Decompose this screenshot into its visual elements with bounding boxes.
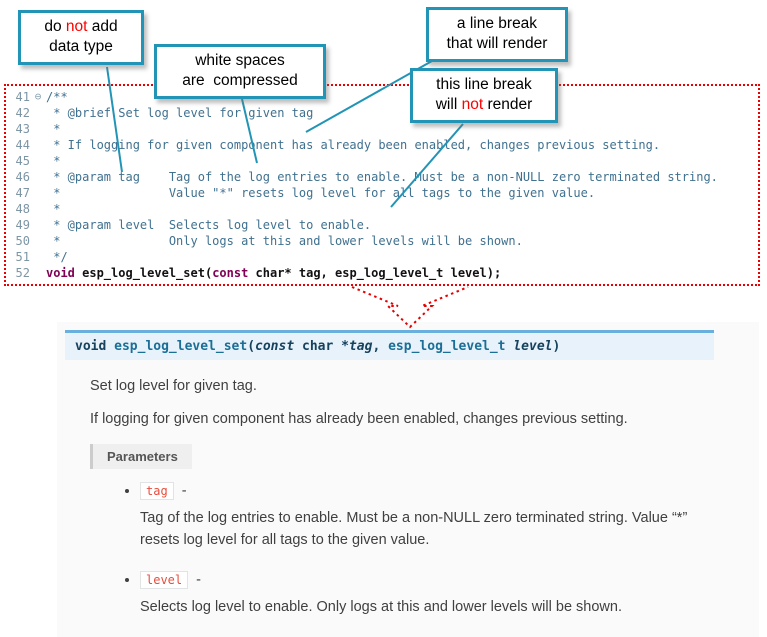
code-lines: 41⊖/**42 * @brief Set log level for give… [6, 89, 758, 281]
parameter-item: tag - Tag of the log entries to enable. M… [140, 482, 714, 552]
param-name-literal: level [140, 570, 189, 589]
doc-body: Set log level for given tag. If logging … [90, 378, 714, 618]
line-number: 50 [15, 234, 30, 248]
callout-line: white spaces [195, 52, 285, 69]
code-line: 42 * @brief Set log level for given tag [6, 105, 758, 121]
line-number: 46 [15, 170, 30, 184]
code-line: 43 * [6, 121, 758, 137]
code-line: 47 * Value "*" resets log level for all … [6, 185, 758, 201]
code-text: void esp_log_level_set(const char* tag, … [46, 266, 502, 280]
line-number: 43 [15, 122, 30, 136]
line-number: 51 [15, 250, 30, 264]
line-number: 41 [15, 90, 30, 104]
parameter-item: level - Selects log level to enable. Only… [140, 570, 714, 618]
code-text: * @param tag Tag of the log entries to e… [46, 170, 718, 184]
function-signature: void esp_log_level_set(const char *tag, … [65, 330, 714, 360]
code-text: * Only logs at this and lower levels wil… [46, 234, 523, 248]
code-text: * If logging for given component has alr… [46, 138, 661, 152]
line-number: 49 [15, 218, 30, 232]
brief-text: Set log level for given tag. [90, 378, 257, 394]
fold-spacer [30, 121, 46, 137]
code-line: 45 * [6, 153, 758, 169]
description-text: If logging for given component has alrea… [90, 411, 628, 427]
line-number: 48 [15, 202, 30, 216]
code-text: * [46, 154, 61, 168]
parameter-head: level - [140, 570, 714, 589]
fold-spacer [30, 105, 46, 121]
code-editor: 41⊖/**42 * @brief Set log level for give… [4, 84, 760, 286]
callout-line: that will render [446, 35, 548, 53]
callout-line-break-will-render: a line break that will render [426, 7, 568, 62]
code-text: /** [46, 90, 68, 104]
line-number: 52 [15, 266, 30, 280]
line-number: 42 [15, 106, 30, 120]
fold-spacer [30, 153, 46, 169]
fold-spacer [30, 265, 46, 281]
callout-do-not-add-data-type: do not add data type [18, 10, 144, 65]
callout-line: are compressed [182, 72, 298, 90]
rendered-doc-panel: void esp_log_level_set(const char *tag, … [57, 322, 759, 637]
line-number: 45 [15, 154, 30, 168]
callout-line: this line break [436, 76, 532, 93]
param-name-literal: tag [140, 482, 174, 500]
code-line: 50 * Only logs at this and lower levels … [6, 233, 758, 249]
callout-line: do not add [44, 18, 118, 35]
code-text: */ [46, 250, 68, 264]
param-description: Selects log level to enable. Only logs a… [140, 598, 622, 615]
code-line: 51 */ [6, 249, 758, 265]
code-line: 52 void esp_log_level_set(const char* tag… [6, 265, 758, 281]
fold-spacer [30, 169, 46, 185]
transform-arrow-icon [351, 286, 469, 329]
code-line: 44 * If logging for given component has … [6, 137, 758, 153]
param-description: Tag of the log entries to enable. Must b… [140, 510, 688, 549]
callout-line-break-will-not-render: this line break will not render [410, 68, 558, 123]
callout-line: data type [49, 38, 113, 56]
code-text: * @brief Set log level for given tag [46, 106, 314, 120]
code-text: * [46, 122, 61, 136]
code-line: 49 * @param level Selects log level to e… [6, 217, 758, 233]
line-number: 44 [15, 138, 30, 152]
fold-spacer [30, 233, 46, 249]
fold-spacer [30, 249, 46, 265]
parameter-list: tag - Tag of the log entries to enable. M… [90, 482, 714, 618]
code-line: 46 * @param tag Tag of the log entries t… [6, 169, 758, 185]
fold-spacer [30, 137, 46, 153]
parameters-header: Parameters [90, 444, 192, 469]
callout-line: will not render [435, 96, 533, 114]
fold-spacer [30, 217, 46, 233]
fold-marker-icon: ⊖ [34, 90, 42, 103]
fold-spacer [30, 201, 46, 217]
code-text: * Value "*" resets log level for all tag… [46, 186, 596, 200]
code-line: 41 ⊖ /** [6, 89, 758, 105]
line-number: 47 [15, 186, 30, 200]
code-text: * [46, 202, 61, 216]
code-line: 48 * [6, 201, 758, 217]
callout-line: a line break [456, 15, 538, 32]
fold-spacer [30, 185, 46, 201]
callout-white-spaces-compressed: white spaces are compressed [154, 44, 326, 99]
code-text: * @param level Selects log level to enab… [46, 218, 372, 232]
parameter-head: tag - [140, 482, 714, 500]
